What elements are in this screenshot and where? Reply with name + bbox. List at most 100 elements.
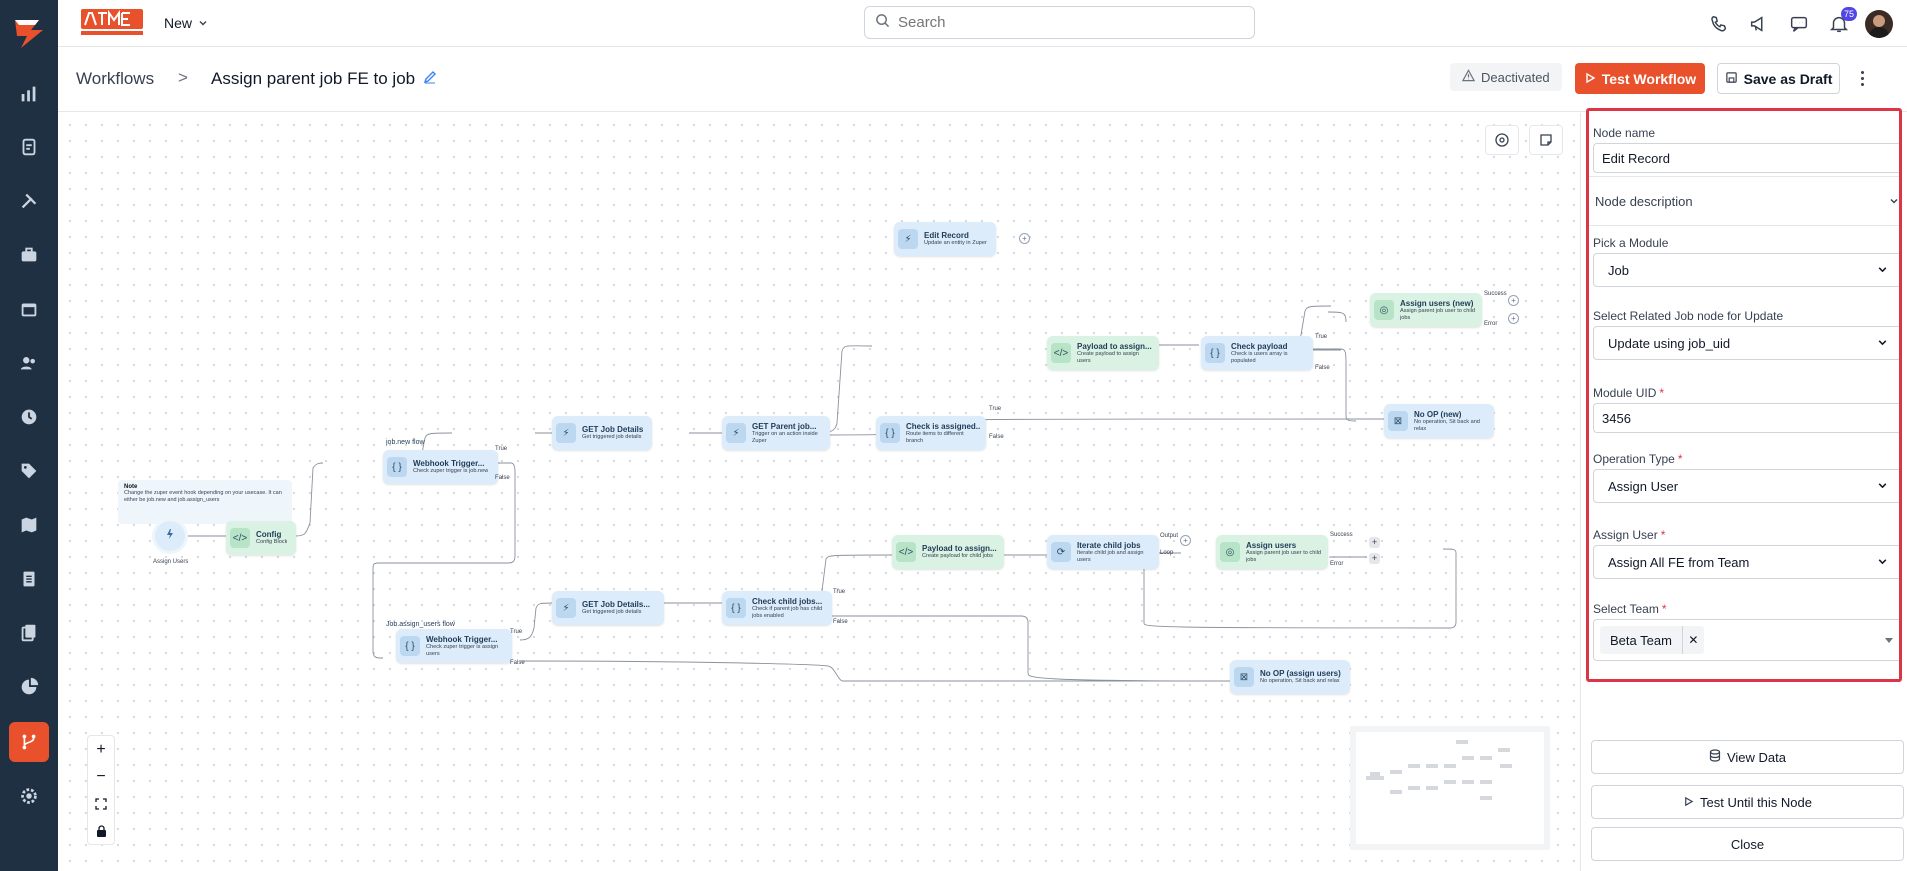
node-noop-assign-users[interactable]: ⊠ No OP (assign users)No operation, Sit … [1230,660,1350,694]
operation-type-select[interactable]: Assign User [1593,469,1899,503]
add-node-icon[interactable]: + [1508,313,1519,324]
zoom-out-icon[interactable]: − [96,767,106,785]
rail-briefcase-icon[interactable] [9,235,49,275]
node-desc: Get triggered job details [582,434,642,440]
search-input[interactable] [898,14,1228,31]
chat-icon[interactable] [1779,4,1819,44]
node-desc: Check zuper trigger is job.new [413,468,489,474]
related-job-select[interactable]: Update using job_uid [1593,326,1899,360]
node-title: Webhook Trigger... [426,634,498,644]
view-data-button[interactable]: View Data [1591,740,1904,774]
add-node-icon[interactable]: + [1180,535,1191,546]
user-avatar[interactable] [1865,9,1893,38]
operation-type-value: Assign User [1608,478,1679,494]
app-logo-icon[interactable] [9,10,49,54]
add-node-icon[interactable]: + [1019,233,1030,244]
team-chip-label: Beta Team [1610,632,1672,648]
node-desc: Iterate child job and assign users [1077,549,1144,563]
node-name-input[interactable]: Edit Record [1593,143,1899,173]
team-chip: Beta Team ✕ [1600,626,1704,654]
globe-icon: ◎ [1220,542,1240,562]
node-noop-new[interactable]: ⊠ No OP (new)No operation, Sit back and … [1384,404,1494,438]
add-node-icon[interactable]: + [1508,295,1519,306]
new-dropdown-button[interactable]: New [164,12,208,34]
node-get-job-details-2[interactable]: ⚡ GET Job Details...Get triggered job de… [552,591,664,625]
node-title: GET Job Details [582,425,644,434]
lightning-icon: ⚡ [898,229,918,249]
phone-icon[interactable] [1699,4,1739,44]
trigger-start-node[interactable] [155,521,185,551]
add-node-icon[interactable]: + [1369,537,1380,548]
rail-documents-icon[interactable] [9,127,49,167]
test-workflow-button[interactable]: Test Workflow [1575,63,1705,94]
module-uid-input[interactable]: 3456 [1593,403,1899,433]
zoom-in-icon[interactable]: + [96,740,106,758]
sticky-note-icon[interactable] [1529,125,1563,155]
node-webhook-job-new[interactable]: { } Webhook Trigger...Check zuper trigge… [383,450,498,484]
rail-tools-icon[interactable] [9,181,49,221]
pencil-icon[interactable] [422,69,438,85]
chevron-down-icon [1877,263,1888,278]
bell-icon[interactable]: 75 [1819,4,1859,44]
auto-layout-icon[interactable] [1485,125,1519,155]
related-job-label: Select Related Job node for Update [1593,309,1784,323]
save-icon [1725,71,1738,87]
edge-label-true: True [495,446,508,452]
assign-user-select[interactable]: Assign All FE from Team [1593,545,1899,579]
rail-map-icon[interactable] [9,505,49,545]
brand-logo[interactable] [80,7,144,37]
top-bar: New 75 [58,0,1907,47]
node-check-assigned[interactable]: { } Check is assigned...Route items to d… [876,416,986,450]
workflow-canvas[interactable]: Note Change the zuper event hook dependi… [58,113,1580,871]
node-description-toggle[interactable]: Node description [1589,176,1899,226]
module-select[interactable]: Job [1593,253,1899,287]
breadcrumb-workflows[interactable]: Workflows [76,69,155,88]
search-icon [875,13,890,33]
node-title: Webhook Trigger... [413,459,485,468]
more-options-icon[interactable] [1854,66,1870,90]
rail-calendar-icon[interactable] [9,289,49,329]
rail-invoice-icon[interactable] [9,559,49,599]
rail-dashboard-icon[interactable] [9,74,49,114]
node-settings-panel: Node name Edit Record Node description P… [1580,108,1907,871]
code-icon: </> [230,528,250,548]
canvas-note[interactable]: Note Change the zuper event hook dependi… [118,480,292,524]
rail-users-icon[interactable] [9,343,49,383]
rail-files-icon[interactable] [9,613,49,653]
node-desc: Create payload to assign users [1077,350,1139,364]
test-until-node-button[interactable]: Test Until this Node [1591,785,1904,819]
close-panel-button[interactable]: Close [1591,827,1904,861]
node-payload-child[interactable]: </> Payload to assign...Create payload f… [892,535,1004,569]
remove-chip-icon[interactable]: ✕ [1681,626,1704,654]
node-webhook-assign-users[interactable]: { } Webhook Trigger...Check zuper trigge… [396,629,512,663]
add-node-icon[interactable]: + [1369,553,1380,564]
node-desc: Create payload for child jobs [922,553,993,559]
lightning-icon: ⚡ [726,423,746,443]
rail-tag-icon[interactable] [9,451,49,491]
save-draft-button[interactable]: Save as Draft [1717,63,1840,94]
global-search[interactable] [864,6,1255,39]
select-team-multiselect[interactable]: Beta Team ✕ [1593,619,1899,661]
node-check-child-jobs[interactable]: { } Check child jobs...Check if parent j… [722,591,832,625]
canvas-minimap[interactable] [1350,726,1550,850]
lock-icon[interactable] [88,817,114,844]
rail-reports-icon[interactable] [9,667,49,707]
node-assign-users-new[interactable]: ◎ Assign users (new)Assign parent job us… [1370,293,1482,327]
megaphone-icon[interactable] [1739,4,1779,44]
workflow-header: Workflows > Assign parent job FE to job … [58,48,1907,112]
node-get-parent-job[interactable]: ⚡ GET Parent job...Trigger on an action … [722,416,830,450]
lightning-icon: ⚡ [556,423,576,443]
node-payload-to-assign[interactable]: </> Payload to assign...Create payload t… [1047,336,1159,370]
rail-clock-icon[interactable] [9,397,49,437]
rail-settings-icon[interactable] [9,776,49,816]
edge-label-true: True [833,589,846,595]
rail-workflows-icon[interactable] [9,722,49,762]
fit-view-icon[interactable] [88,790,114,817]
edge-label-output: Output [1160,533,1179,539]
